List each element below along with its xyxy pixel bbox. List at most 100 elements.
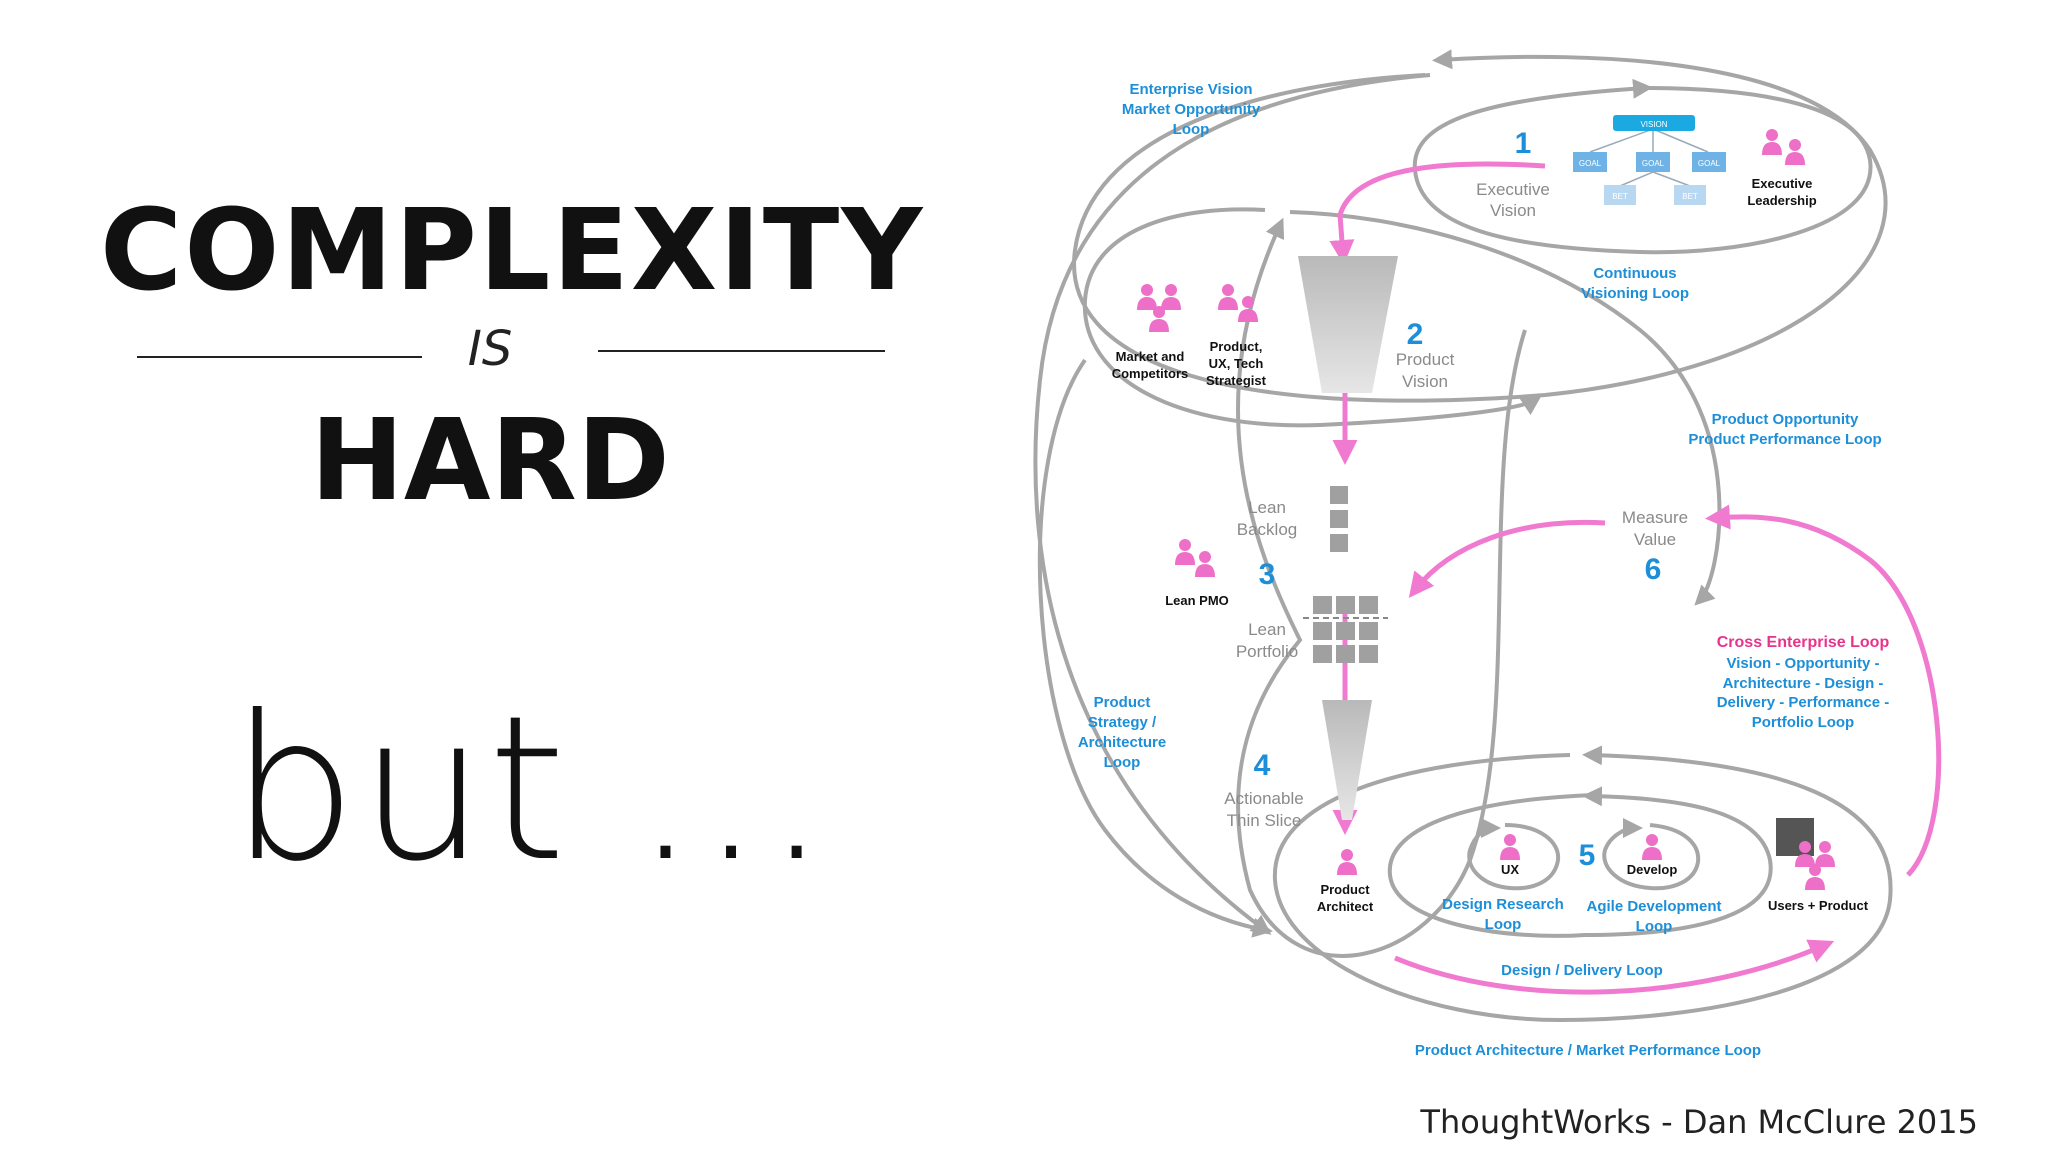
svg-text:Strategy /: Strategy /: [1088, 714, 1157, 731]
svg-text:Enterprise Vision: Enterprise Vision: [1129, 81, 1252, 98]
svg-text:Agile Development: Agile Development: [1586, 898, 1721, 915]
lower-left-loop: [1037, 358, 1273, 938]
svg-text:Design Research: Design Research: [1442, 896, 1564, 913]
pink-flow-cross-enterprise: [1705, 504, 1942, 877]
market-competitors-label: Market and Competitors: [1112, 349, 1189, 381]
pink-flow-measure-to-portfolio: [1408, 519, 1606, 598]
product-vision-funnel: [1298, 256, 1398, 393]
svg-text:GOAL: GOAL: [1698, 159, 1721, 168]
divider-right: [598, 350, 885, 352]
svg-text:GOAL: GOAL: [1579, 159, 1602, 168]
product-strategist-people-icon: [1218, 284, 1258, 322]
lean-portfolio-grid: [1303, 596, 1388, 663]
svg-text:Architecture - Design -: Architecture - Design -: [1723, 675, 1884, 692]
users-product-icon: [1776, 818, 1835, 890]
svg-text:Leadership: Leadership: [1747, 193, 1816, 208]
svg-text:Product: Product: [1320, 882, 1370, 897]
step-2-label: Product Vision: [1396, 350, 1455, 391]
svg-text:Executive: Executive: [1476, 180, 1550, 199]
svg-text:Loop: Loop: [1104, 754, 1141, 771]
svg-text:BET: BET: [1682, 192, 1698, 201]
product-strategist-label: Product, UX, Tech Strategist: [1206, 339, 1267, 388]
svg-text:Portfolio Loop: Portfolio Loop: [1752, 714, 1854, 731]
lean-backlog-label: Lean Backlog: [1237, 498, 1297, 539]
step-3-number: 3: [1259, 558, 1276, 591]
step-5-number: 5: [1579, 839, 1596, 872]
develop-person-icon: [1642, 834, 1662, 860]
step-6-label: Measure Value: [1622, 508, 1688, 549]
agile-development-loop-label: Agile Development Loop: [1586, 898, 1721, 935]
outer-enterprise-loop: [1033, 73, 1431, 935]
svg-text:Portfolio: Portfolio: [1236, 642, 1298, 661]
pink-flow-design-delivery: [1394, 939, 1835, 995]
lean-backlog-blocks: [1330, 486, 1348, 552]
svg-text:Continuous: Continuous: [1593, 265, 1676, 282]
executive-leadership-label: Executive Leadership: [1747, 176, 1816, 208]
product-vision-loop: [1082, 207, 1542, 428]
svg-text:Competitors: Competitors: [1112, 366, 1189, 381]
svg-text:Lean: Lean: [1248, 498, 1286, 517]
svg-text:BET: BET: [1612, 192, 1628, 201]
svg-text:Cross Enterprise Loop: Cross Enterprise Loop: [1717, 634, 1890, 651]
market-competitors-people-icon: [1137, 284, 1181, 332]
continuous-visioning-loop: [1412, 78, 1873, 255]
svg-text:Actionable: Actionable: [1224, 789, 1303, 808]
svg-text:Loop: Loop: [1485, 916, 1522, 933]
svg-text:Vision: Vision: [1402, 372, 1448, 391]
vision-root-label: VISION: [1640, 120, 1667, 129]
product-opportunity-loop-label: Product Opportunity Product Performance …: [1688, 411, 1881, 448]
step-2-number: 2: [1407, 318, 1424, 351]
svg-text:Architecture: Architecture: [1078, 734, 1166, 751]
users-product-label: Users + Product: [1768, 898, 1869, 913]
product-architect-person-icon: [1337, 849, 1357, 875]
product-architecture-loop: [1272, 745, 1893, 1023]
executive-leadership-people-icon: [1762, 129, 1805, 165]
enterprise-vision-loop: [1072, 49, 1888, 403]
svg-text:Architect: Architect: [1317, 899, 1374, 914]
step-4-label: Actionable Thin Slice: [1224, 789, 1303, 830]
svg-text:Market and: Market and: [1116, 349, 1185, 364]
svg-text:Backlog: Backlog: [1237, 520, 1297, 539]
agile-development-loop: [1602, 818, 1701, 891]
svg-text:Vision: Vision: [1490, 201, 1536, 220]
product-architecture-loop-label: Product Architecture / Market Performanc…: [1415, 1042, 1761, 1059]
product-strategy-loop-label: Product Strategy / Architecture Loop: [1078, 694, 1166, 771]
strategy-architecture-loop: [1236, 217, 1527, 958]
svg-text:Market Opportunity: Market Opportunity: [1122, 101, 1261, 118]
lean-portfolio-label: Lean Portfolio: [1236, 620, 1298, 661]
design-research-loop-label: Design Research Loop: [1442, 896, 1564, 933]
svg-text:Product,: Product,: [1210, 339, 1263, 354]
vision-tree: VISION GOAL GOAL GOAL BET BET: [1573, 115, 1726, 205]
product-architect-label: Product Architect: [1317, 882, 1374, 914]
svg-text:Loop: Loop: [1636, 918, 1673, 935]
title-complexity: COMPLEXITY: [100, 186, 925, 316]
svg-text:Thin Slice: Thin Slice: [1227, 811, 1302, 830]
tagline-but: but ...: [230, 673, 831, 906]
svg-text:Value: Value: [1634, 530, 1676, 549]
ux-label: UX: [1501, 862, 1519, 877]
svg-text:Delivery - Performance -: Delivery - Performance -: [1717, 694, 1890, 711]
svg-text:Product: Product: [1094, 694, 1151, 711]
enterprise-vision-loop-label: Enterprise Vision Market Opportunity Loo…: [1122, 81, 1261, 138]
divider-left: [137, 356, 422, 358]
thin-slice-funnel: [1322, 700, 1372, 820]
svg-text:Product Opportunity: Product Opportunity: [1712, 411, 1859, 428]
svg-text:Loop: Loop: [1173, 121, 1210, 138]
step-4-number: 4: [1254, 749, 1271, 782]
svg-text:Measure: Measure: [1622, 508, 1688, 527]
lean-pmo-label: Lean PMO: [1165, 593, 1229, 608]
title-hard: HARD: [310, 396, 670, 526]
product-opportunity-loop: [1289, 210, 1722, 606]
continuous-visioning-loop-label: Continuous Visioning Loop: [1581, 265, 1689, 302]
design-delivery-outer-loop: [1387, 786, 1773, 938]
svg-text:Vision - Opportunity -: Vision - Opportunity -: [1726, 655, 1879, 672]
step-6-number: 6: [1645, 553, 1662, 586]
credit-text: ThoughtWorks - Dan McClure 2015: [1420, 1103, 1978, 1141]
step-1-label: Executive Vision: [1476, 180, 1550, 220]
svg-text:GOAL: GOAL: [1642, 159, 1665, 168]
lean-pmo-people-icon: [1175, 539, 1215, 577]
develop-label: Develop: [1627, 862, 1678, 877]
step-1-number: 1: [1515, 127, 1532, 160]
design-research-loop: [1467, 818, 1561, 891]
